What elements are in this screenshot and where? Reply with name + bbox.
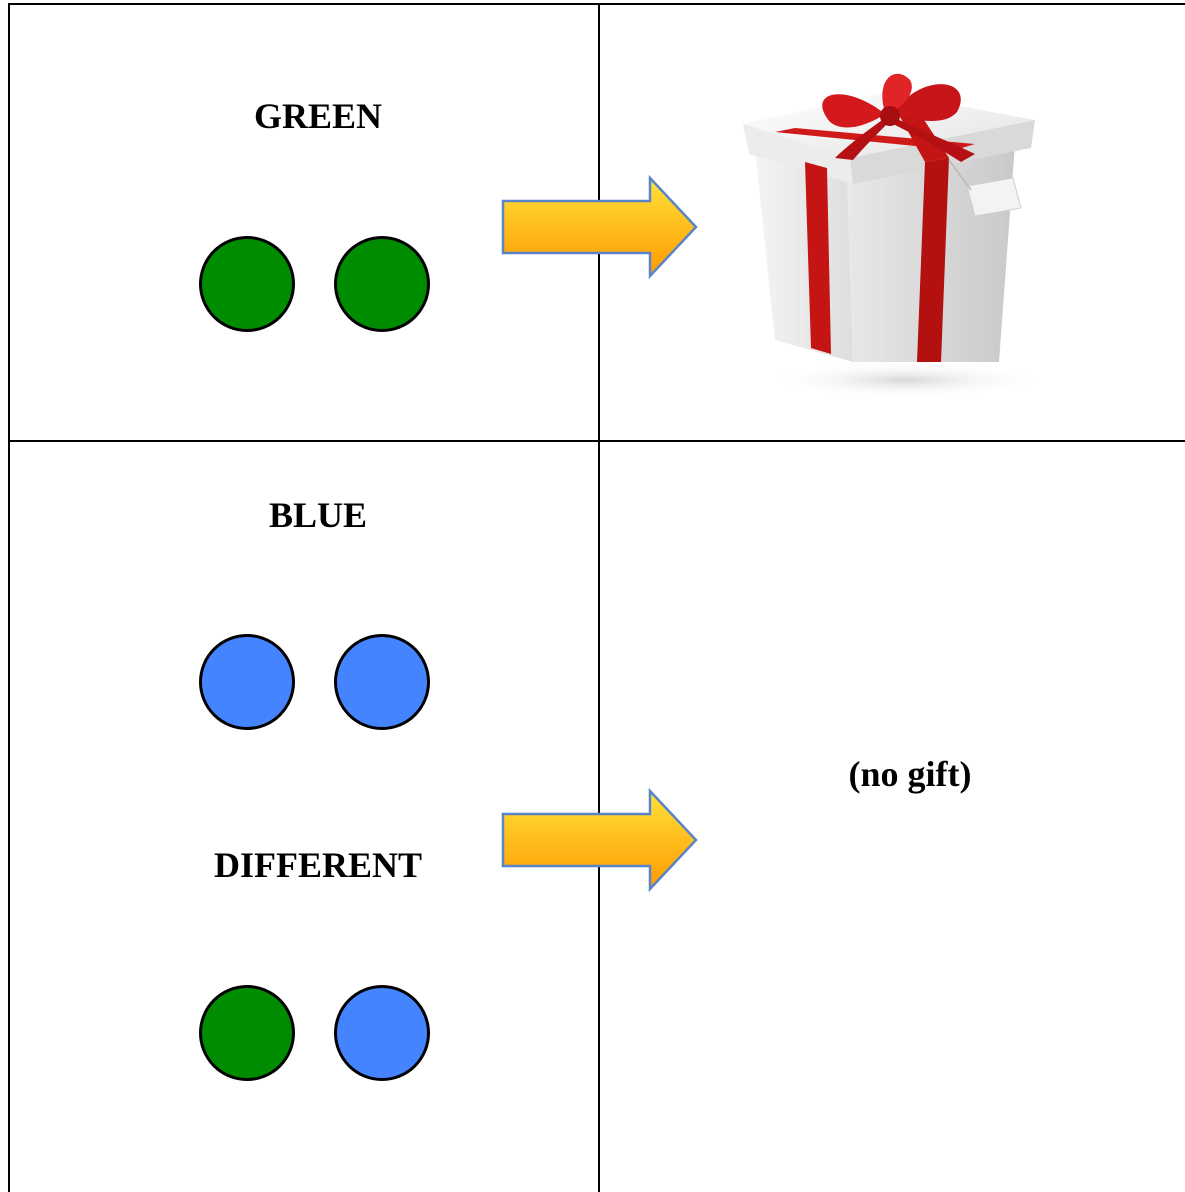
gift-box-icon <box>743 73 1045 398</box>
table-column-divider <box>598 3 600 1192</box>
green-dot <box>199 985 295 1081</box>
right-arrow-icon <box>501 788 698 892</box>
condition-label-blue: BLUE <box>268 495 368 535</box>
blue-dot <box>334 634 430 730</box>
green-dot <box>199 236 295 332</box>
condition-label-green: GREEN <box>253 96 383 136</box>
outcome-no-gift: (no gift) <box>848 754 972 794</box>
table-border-left <box>8 3 10 1192</box>
condition-label-different: DIFFERENT <box>213 845 423 885</box>
table-border-top <box>8 3 1185 5</box>
table-row-divider <box>8 440 1185 442</box>
blue-dot <box>199 634 295 730</box>
blue-dot <box>334 985 430 1081</box>
green-dot <box>334 236 430 332</box>
right-arrow-icon <box>501 175 698 279</box>
